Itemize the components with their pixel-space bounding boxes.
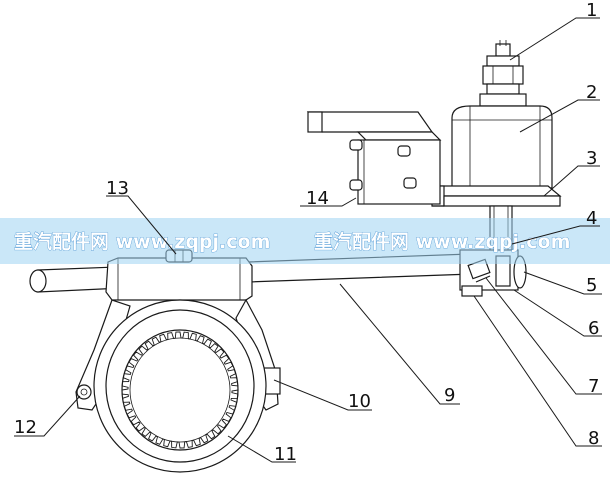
part-number-labels: 1 2 3 4 5 6 7 8 9 10 11 12 13 14 [14,0,599,465]
watermark-text-right: 重汽配件网 www.zqpj.com [314,230,570,253]
label-9: 9 [444,385,455,406]
label-11: 11 [274,444,297,465]
label-13: 13 [106,178,129,199]
spline-teeth-outline [121,331,239,449]
watermark-band: 重汽配件网 www.zqpj.com 重汽配件网 www.zqpj.com [0,218,610,264]
spline-teeth [121,331,239,449]
label-3: 3 [586,148,597,169]
label-1: 1 [586,0,597,21]
label-8: 8 [588,428,599,449]
part-2-actuator-body [451,105,553,189]
label-10: 10 [348,391,371,412]
part-3-mounting-plate [430,185,562,207]
label-4: 4 [586,208,597,229]
part-11-sliding-sleeve [93,299,267,473]
label-2: 2 [586,82,597,103]
fork-hub [105,257,253,301]
label-7: 7 [588,376,599,397]
part-1-switch-terminal [479,40,527,107]
label-5: 5 [586,275,597,296]
watermark-text-left: 重汽配件网 www.zqpj.com [14,230,270,253]
label-14: 14 [306,188,329,209]
label-6: 6 [588,318,599,339]
part-14-bracket [306,111,442,205]
leader-lines [14,17,602,463]
label-12: 12 [14,417,37,438]
